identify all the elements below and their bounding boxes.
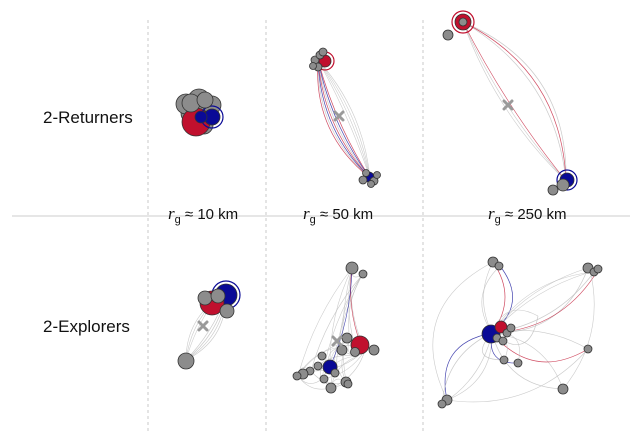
radius-symbol: r xyxy=(488,204,495,223)
trajectory-edge xyxy=(462,21,567,182)
trajectory-edge xyxy=(329,267,353,368)
trajectory-edge xyxy=(491,271,595,334)
location-node xyxy=(494,261,504,271)
trajectory-edge xyxy=(483,261,494,334)
radius-symbol: r xyxy=(168,204,175,223)
trajectory-edge xyxy=(462,21,567,182)
location-node xyxy=(368,344,380,356)
location-node xyxy=(325,382,337,394)
location-node xyxy=(498,336,508,346)
trajectory-edge xyxy=(491,332,564,390)
location-node xyxy=(499,355,509,365)
location-node xyxy=(336,344,348,356)
location-nodes xyxy=(175,10,603,409)
radius-value: ≈ 250 km xyxy=(504,206,567,223)
location-node xyxy=(437,399,447,409)
location-node xyxy=(362,169,370,177)
location-node xyxy=(358,175,368,185)
trajectory-edge xyxy=(317,59,371,179)
trajectory-edge xyxy=(491,332,564,390)
trajectory-edge xyxy=(446,348,589,403)
location-node xyxy=(330,368,340,378)
trajectory-edge xyxy=(462,21,567,182)
location-node xyxy=(583,344,593,354)
location-node xyxy=(292,371,302,381)
location-node xyxy=(313,361,323,371)
location-node xyxy=(317,351,327,361)
radius-label-250km: rg ≈ 250 km xyxy=(488,204,567,226)
location-node xyxy=(506,323,516,333)
location-node xyxy=(219,303,235,319)
location-node-ring xyxy=(451,10,475,34)
trajectory-edge xyxy=(310,274,363,372)
trajectory-edge xyxy=(342,267,353,383)
trajectory-edge xyxy=(317,59,371,179)
location-node xyxy=(177,352,195,370)
radius-symbol: r xyxy=(303,204,310,223)
location-node xyxy=(593,264,603,274)
location-node xyxy=(309,62,317,70)
radius-subscript: g xyxy=(309,214,316,226)
location-node xyxy=(341,332,353,344)
radius-label-50km: rg ≈ 50 km xyxy=(303,204,373,226)
trajectory-edge xyxy=(317,59,371,179)
trajectory-edge xyxy=(297,267,353,377)
trajectory-edge xyxy=(491,271,595,334)
trajectory-edge xyxy=(317,59,371,179)
trajectory-edge xyxy=(432,261,494,401)
location-node xyxy=(557,383,569,395)
location-node xyxy=(442,29,454,41)
location-node xyxy=(513,358,523,368)
trajectory-edge xyxy=(491,269,599,334)
trajectory-edge xyxy=(317,59,371,179)
radius-label-10km: rg ≈ 10 km xyxy=(168,204,238,226)
location-node xyxy=(373,171,381,179)
center-of-mass-cross xyxy=(333,110,345,122)
location-node xyxy=(556,178,570,192)
radius-value: ≈ 10 km xyxy=(184,206,239,223)
trajectory-edge xyxy=(317,59,371,179)
location-node xyxy=(318,47,328,57)
location-node xyxy=(196,91,214,109)
trajectory-edge xyxy=(317,59,371,179)
center-of-mass-cross xyxy=(197,320,209,332)
row-label-returners: 2-Returners xyxy=(43,108,133,127)
center-of-mass-cross xyxy=(502,99,514,111)
location-node xyxy=(358,269,368,279)
trajectory-edge xyxy=(329,267,353,368)
trajectory-edge xyxy=(462,21,567,182)
radius-subscript: g xyxy=(494,214,501,226)
location-node xyxy=(319,374,329,384)
location-node xyxy=(458,17,468,27)
trajectory-edge xyxy=(491,269,599,334)
radius-value: ≈ 50 km xyxy=(319,206,374,223)
trajectory-edge xyxy=(462,21,567,182)
location-node xyxy=(194,110,208,124)
center-of-mass-cross xyxy=(331,335,343,347)
trajectory-edge xyxy=(317,59,371,179)
radius-subscript: g xyxy=(174,214,181,226)
trajectory-edge xyxy=(462,21,567,182)
location-node xyxy=(345,261,359,275)
trajectory-edge xyxy=(317,59,371,179)
location-node-ring xyxy=(556,169,578,191)
center-of-mass-markers xyxy=(197,99,514,347)
location-node xyxy=(367,180,375,188)
location-node xyxy=(350,347,360,357)
trajectory-edge xyxy=(317,59,371,179)
location-node xyxy=(197,290,213,306)
trajectory-edge xyxy=(444,332,493,401)
location-node xyxy=(343,379,353,389)
location-node xyxy=(547,184,559,196)
location-node xyxy=(210,288,226,304)
row-label-explorers: 2-Explorers xyxy=(43,317,130,336)
trajectory-edge xyxy=(562,269,595,390)
trajectory-edge xyxy=(317,59,371,179)
